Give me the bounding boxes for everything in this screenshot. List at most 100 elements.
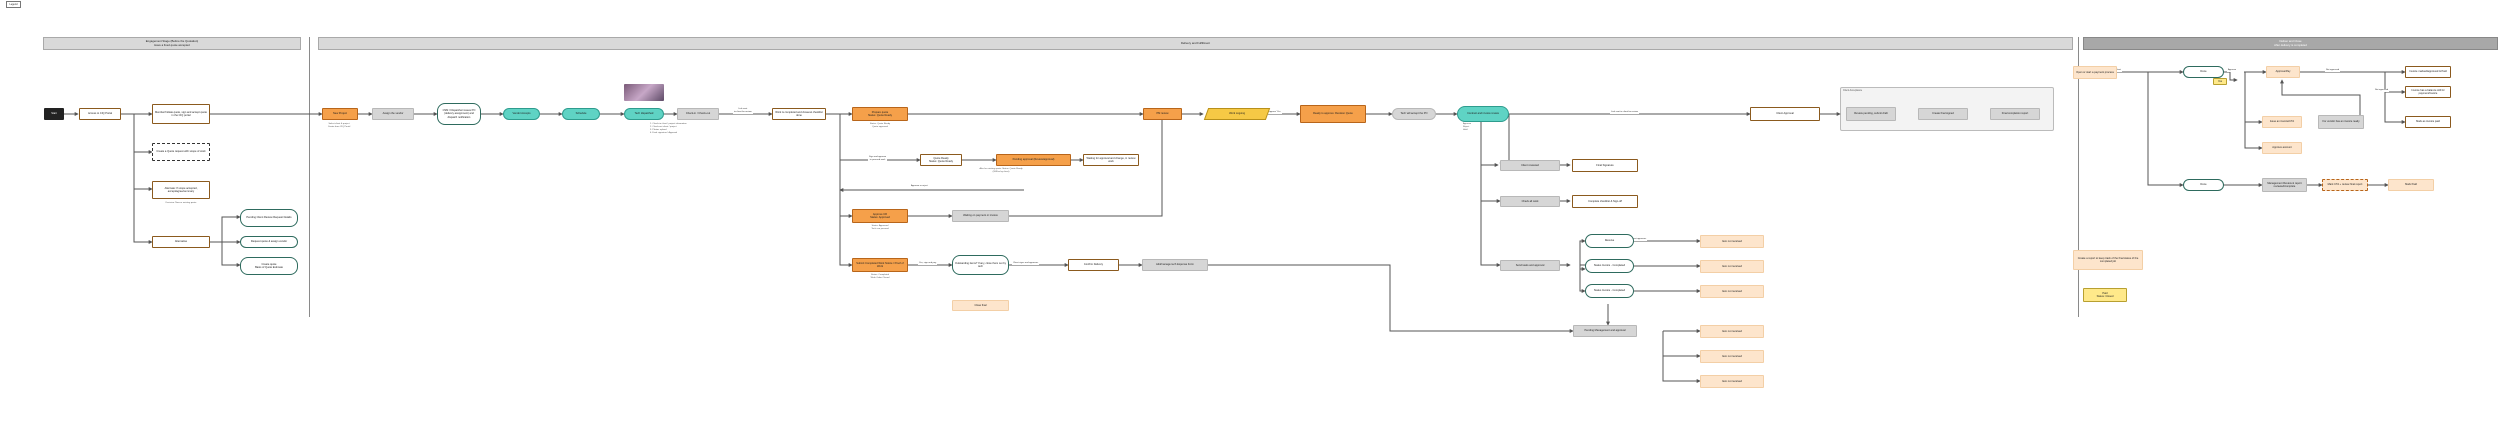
quote-alternate-node[interactable]: Alternate: If scope accepted, accept/agr… <box>152 181 210 199</box>
edge-r-branch-b <box>2384 92 2406 124</box>
quote-request-node[interactable]: Create a Quote request with scope of wor… <box>152 143 210 161</box>
edge-label: Not approved <box>2374 89 2390 92</box>
edge-label: Yes, sign and pay <box>918 262 938 265</box>
edge-expense-final <box>1208 264 1574 333</box>
r-yes-node[interactable]: Yes <box>2213 78 2227 85</box>
client-review-node[interactable]: Pending Client Review Request Details <box>240 209 298 227</box>
edge-access-alt2 <box>133 189 153 244</box>
r-done-node[interactable]: Done <box>2183 66 2224 78</box>
item-not-received-b[interactable]: Item not received <box>1700 260 1764 273</box>
note-checkin-steps: 1. Check-in client / project information… <box>650 123 687 134</box>
ready-approve-node[interactable]: Ready to approve: Revision Quote <box>1300 105 1366 123</box>
receive-b-node[interactable]: Status Invoice - Completed <box>1585 259 1634 273</box>
pending-review-node[interactable]: Pending approval (Review/approval) <box>996 154 1071 166</box>
final-signature-node[interactable]: Final Signature <box>1572 159 1638 172</box>
prepare-quote-node[interactable]: Prepare quote Status: Quote Ready <box>852 107 908 121</box>
verify-node[interactable]: Outstanding items? If any, close them ou… <box>952 255 1009 275</box>
vendor-accepts-node[interactable]: Vendor Accepts <box>503 108 540 120</box>
expense-form-node[interactable]: Add/manage tech Expense Form <box>1142 259 1208 271</box>
edge-branch-submit <box>839 216 853 267</box>
assign-vendor-request-node[interactable]: Request quote & assign vendor <box>240 236 298 248</box>
contract-client-node[interactable]: Contract and invoice review <box>1457 106 1509 122</box>
section-header-engagement: Engagement Stage (Before the Quotation) … <box>43 37 301 50</box>
access-portal-node[interactable]: Access to CIQ Portal <box>79 108 121 120</box>
r-vendor-invoice-node[interactable]: For vendor has an invoice ready <box>2318 115 2364 129</box>
receive-a-node[interactable]: Receive <box>1585 234 1634 248</box>
r-mark-paid-light-node[interactable]: Mark Paid <box>2388 179 2434 191</box>
edge-access-alt <box>133 152 153 191</box>
final-report-node[interactable]: Final completion report <box>1990 108 2040 120</box>
approve-cr-node[interactable]: Approve CR Status: Approved <box>852 209 908 223</box>
close-final-node[interactable]: Close final <box>952 300 1009 311</box>
edge-label: Link sent to client for review <box>1610 111 1639 114</box>
create-final-node[interactable]: Create final signed <box>1918 108 1968 120</box>
pending-mgmt-node[interactable]: Pending Management and approval <box>1573 325 1637 337</box>
client-approval-node[interactable]: Client Approval <box>1750 107 1820 121</box>
start-node[interactable]: Start <box>44 108 64 120</box>
r-invoice-balance-node[interactable]: Invoice has a balance still for payment/… <box>2405 86 2451 98</box>
work-ongoing-node[interactable]: Work ongoing <box>1203 108 1271 120</box>
tech-accept-node[interactable]: Tech will accept the PO <box>1392 108 1436 120</box>
quote-ready-node[interactable]: Quote Ready Status: Quote Ready <box>920 154 962 166</box>
item-not-received-d[interactable]: Item not received <box>1700 325 1764 338</box>
item-not-received-f[interactable]: Item not received <box>1700 375 1764 388</box>
needs-quote-node[interactable]: Member/Initiate quote, sign and accept q… <box>152 104 210 124</box>
wait-approval-node[interactable]: Waiting for approval and change, in revi… <box>1083 154 1139 166</box>
r-open-payment-node[interactable]: Open or start a payment process <box>2073 66 2117 79</box>
r-approve-pay-node[interactable]: Approve/Pay <box>2266 66 2300 78</box>
client-reviewed-node[interactable]: Client reviewed <box>1500 160 1560 171</box>
contract-review-node[interactable]: Send tasks and approval <box>1500 260 1560 271</box>
work-completed-node[interactable]: Work is completed and closeout checklist… <box>772 108 826 120</box>
r-mark-cta-node[interactable]: Mark CTA + review final report <box>2322 179 2368 191</box>
complete-checklist-node[interactable]: Complete checklist & Sign-off <box>1572 195 1638 208</box>
submit-notice-node[interactable]: Submit Completed Work Notice / Proof of … <box>852 258 908 272</box>
edge-label: Not approved <box>2325 69 2341 72</box>
note-approved: Status: Approved Tech can proceed <box>871 225 889 230</box>
schedule-node[interactable]: Schedule <box>562 108 600 120</box>
item-not-received-a[interactable]: Item not received <box>1700 235 1764 248</box>
edge-label: Client signs and approves <box>1012 262 1040 265</box>
confirm-delivery-node[interactable]: Confirm Delivery <box>1068 259 1119 271</box>
edge-send-receive-c <box>1579 269 1586 293</box>
edge-label: Sign and approve to proceed work <box>868 156 888 162</box>
new-project-node[interactable]: New Project <box>322 108 358 120</box>
receive-c-node[interactable]: Status Invoice - Completed <box>1585 284 1634 298</box>
edge-alt2-c <box>221 242 241 267</box>
group-label: Client Acceptance <box>1843 89 1863 92</box>
note-completed: Status: Completed Work Order Closed <box>870 274 890 279</box>
r-mark-paid-node[interactable]: Mark as invoice paid <box>2405 116 2451 128</box>
note-select-client: Select client & project Create from CIQ … <box>327 123 351 128</box>
assign-vendor-node[interactable]: Assign the vendor <box>372 108 414 120</box>
create-quote-node[interactable]: Create quote Basis of Quote Estimate <box>240 257 298 275</box>
r-paid-closed-node[interactable]: Paid Status: Closed <box>2083 288 2127 302</box>
edge-label: Approve or reject <box>910 185 929 188</box>
edge-r-to-done2 <box>2147 72 2184 187</box>
edge-r-done-yes <box>2224 71 2238 82</box>
edge-review-contract <box>1480 201 1501 267</box>
item-not-received-e[interactable]: Item not received <box>1700 350 1764 363</box>
r-mgmt-review-node[interactable]: Management Review & report reviewed/comp… <box>2262 178 2307 192</box>
separator-line-2 <box>2078 37 2079 317</box>
r-done2-node[interactable]: Done <box>2183 179 2224 191</box>
edge-mgmt-light-f <box>1662 356 1701 383</box>
alternative-node[interactable]: Alternative <box>152 236 210 248</box>
po-review-node[interactable]: CSM / Dispatcher issues PO (delivery ass… <box>437 103 481 125</box>
job-photo-thumbnail <box>624 84 664 101</box>
r-approve-account-node[interactable]: Approve account <box>2262 142 2302 154</box>
review-pending-node[interactable]: Review pending, submit draft <box>1846 107 1896 121</box>
r-issue-invoice-node[interactable]: Issue an invoice/CTA <box>2262 116 2302 128</box>
pm-review-node[interactable]: PM review <box>1143 108 1182 120</box>
r-invoice-paid-node[interactable]: Invoice marked/approved & Paid <box>2405 66 2451 78</box>
tech-dispatched-node[interactable]: Tech dispatched <box>624 108 664 120</box>
checkin-checkout-node[interactable]: Check-in / Check-out <box>677 108 719 120</box>
note-approve-reject: Approve Reject Hold <box>1463 123 1472 131</box>
edge-branch-approvecr <box>839 160 853 218</box>
edge-label: Yes <box>1276 111 1282 114</box>
check-work-node[interactable]: Check all work <box>1500 196 1560 207</box>
waiting-payment-node[interactable]: Waiting on payment or invoice <box>952 210 1009 222</box>
item-not-received-c[interactable]: Item not received <box>1700 285 1764 298</box>
note-quote-ready: Status: Quote Ready Quote approved <box>869 123 891 128</box>
separator-line-1 <box>309 37 310 317</box>
